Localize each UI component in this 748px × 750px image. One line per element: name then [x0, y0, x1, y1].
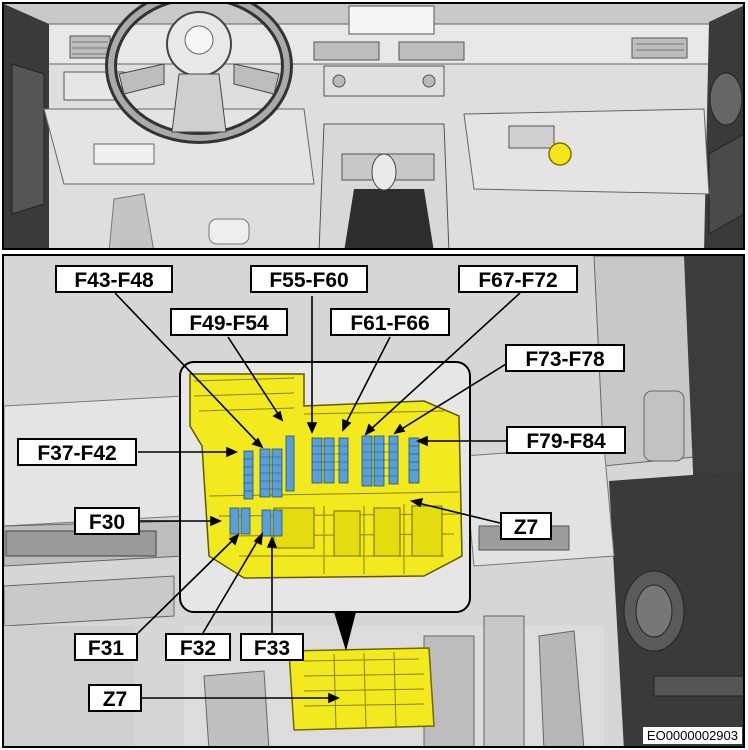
fuse-box-installed-icon	[288, 647, 435, 731]
label-f30: F30	[74, 507, 140, 535]
label-f33: F33	[240, 633, 304, 661]
document-code: EO0000002903	[642, 727, 742, 744]
label-f61-f66: F61-F66	[330, 308, 450, 336]
label-f55-f60: F55-F60	[250, 265, 368, 293]
label-f73-f78: F73-F78	[505, 344, 625, 372]
dashboard-drawing	[4, 4, 743, 248]
label-f43-f48: F43-F48	[55, 265, 173, 293]
label-z7-lower: Z7	[88, 684, 142, 712]
label-f37-f42: F37-F42	[17, 438, 137, 466]
fuse-box-detail-panel	[2, 254, 745, 748]
label-f49-f54: F49-F54	[170, 308, 288, 336]
label-f31: F31	[74, 633, 138, 661]
dashboard-overview-panel	[2, 2, 745, 250]
location-marker-layer	[548, 142, 572, 166]
interior-drawing	[4, 256, 743, 746]
label-f32: F32	[165, 633, 231, 661]
label-f79-f84: F79-F84	[506, 426, 626, 454]
label-z7-upper: Z7	[500, 512, 552, 540]
label-f67-f72: F67-F72	[458, 265, 578, 293]
location-marker-icon	[548, 142, 572, 166]
